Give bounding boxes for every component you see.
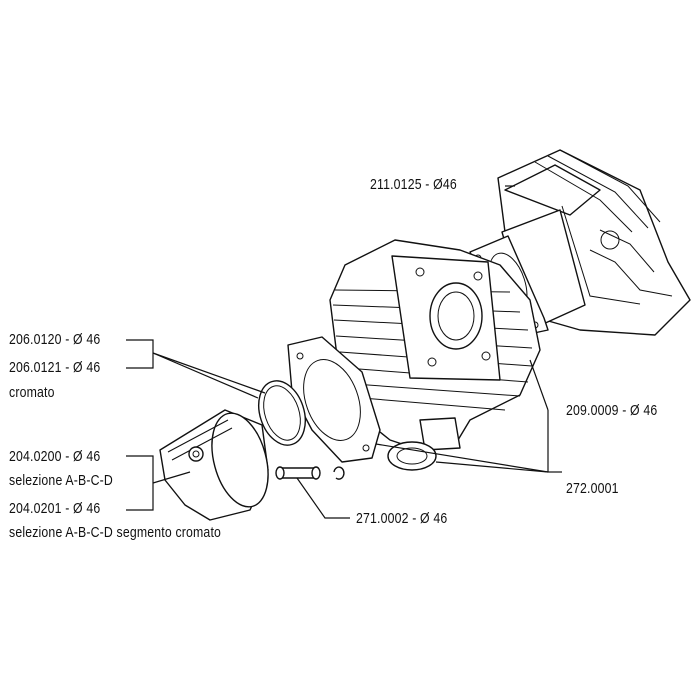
label-cylinder: 209.0009 - Ø 46 (566, 402, 658, 419)
piston-drawing (159, 409, 269, 521)
label-piston-ring-chrome: 206.0121 - Ø 46 (9, 359, 101, 376)
label-piston-ring-chrome-note: cromato (9, 384, 55, 401)
circlip-drawing (333, 466, 345, 480)
label-piston-chrome: 204.0201 - Ø 46 (9, 500, 101, 517)
label-cylinder-head: 211.0125 - Ø46 (370, 176, 457, 193)
piston-pin-drawing (275, 466, 321, 480)
cylinder-drawing (329, 239, 541, 451)
leader-lines (126, 185, 562, 519)
label-piston-note: selezione A-B-C-D (9, 472, 113, 489)
label-piston-ring: 206.0120 - Ø 46 (9, 331, 101, 348)
label-piston: 204.0200 - Ø 46 (9, 448, 101, 465)
label-piston-chrome-note: selezione A-B-C-D segmento cromato (9, 524, 222, 541)
cylinder-head-drawing (497, 149, 691, 336)
small-gasket-drawing (387, 441, 437, 471)
label-piston-pin: 271.0002 - Ø 46 (356, 510, 448, 527)
piston-ring-drawing (258, 380, 306, 446)
label-gasket: 272.0001 (566, 480, 619, 497)
small-gasket-hole (396, 447, 428, 465)
